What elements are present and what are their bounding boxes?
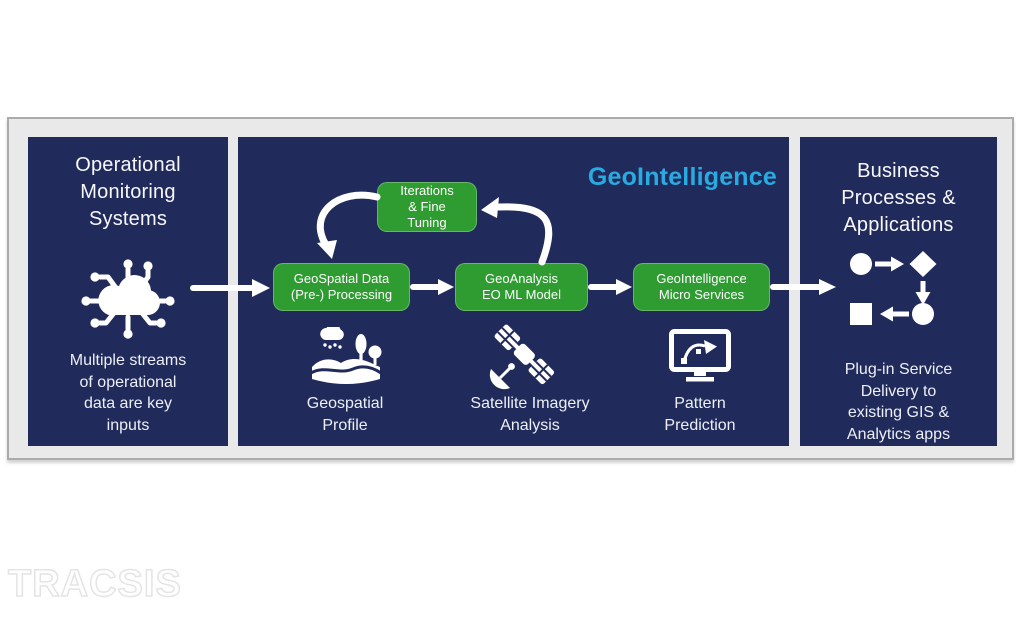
box-geospatial-data-processing: GeoSpatial Data (Pre-) Processing	[273, 263, 410, 311]
cloud-network-icon	[81, 259, 175, 339]
panel-business-processes: Business Processes & Applications Plug-i…	[800, 137, 997, 446]
left-panel-title: Operational Monitoring Systems	[75, 154, 181, 230]
box-geoanalysis-eo-ml-model: GeoAnalysis EO ML Model	[455, 263, 588, 311]
label-geospatial-profile: Geospatial Profile	[306, 395, 384, 434]
right-panel-title: Business Processes & Applications	[841, 160, 956, 236]
label-satellite-imagery-analysis: Satellite Imagery Analysis	[470, 395, 590, 434]
box-iterations-fine-tuning: Iterations & Fine Tuning	[377, 182, 477, 232]
flowchart-icon	[850, 251, 937, 325]
left-panel-body: Multiple streams of operational data are…	[69, 352, 187, 434]
satellite-icon	[489, 324, 555, 390]
label-pattern-prediction: Pattern Prediction	[664, 395, 736, 434]
monitor-curve-icon	[669, 329, 731, 382]
geointelligence-title: GeoIntelligence	[587, 163, 777, 191]
panel-operational-monitoring: Operational Monitoring Systems Multiple …	[28, 137, 228, 446]
landscape-rain-icon	[310, 327, 382, 384]
right-panel-body: Plug-in Service Delivery to existing GIS…	[844, 361, 953, 443]
box-geointelligence-micro-services: GeoIntelligence Micro Services	[633, 263, 770, 311]
tracsis-watermark-logo: TRACSIS	[7, 562, 182, 606]
